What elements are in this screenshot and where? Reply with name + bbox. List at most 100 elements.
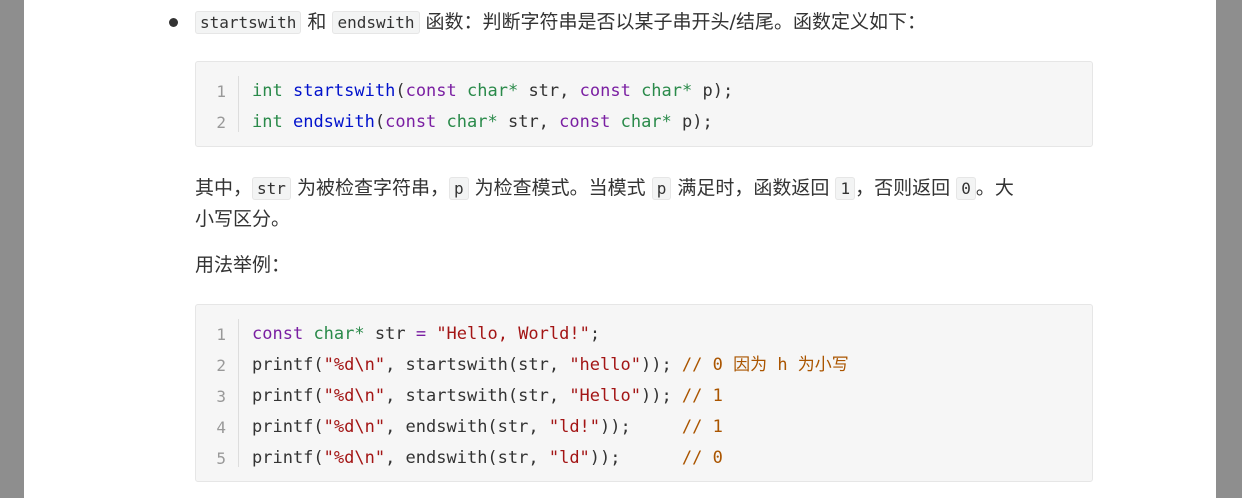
code-token: p); — [692, 81, 734, 101]
code-token: "%d\n" — [323, 448, 386, 468]
code-token — [303, 324, 313, 344]
code-line: 3 printf("%d\n", startswith(str, "Hello")… — [196, 381, 1092, 412]
line-number: 4 — [216, 418, 226, 437]
code-line: 2 printf("%d\n", startswith(str, "hello")… — [196, 350, 1092, 381]
code-token: str, — [497, 112, 560, 132]
code-token: )); — [589, 448, 682, 468]
code-token: "%d\n" — [323, 386, 386, 406]
code-block-example[interactable]: 1 const char* str = "Hello, World!"; 2 prin… — [195, 304, 1093, 482]
code-token: // 1 — [681, 386, 723, 406]
bullet-dot — [169, 18, 178, 27]
text-segment: 为检查模式。当模式 — [474, 177, 646, 199]
code-token: , startswith(str, — [385, 355, 570, 375]
code-text: printf("%d\n", startswith(str, "hello"))… — [252, 350, 849, 381]
code-token: = — [415, 324, 427, 344]
code-token: "ld!" — [548, 417, 601, 437]
line-number: 5 — [216, 449, 226, 468]
code-text: printf("%d\n", startswith(str, "Hello"))… — [252, 381, 723, 412]
code-token: )); — [600, 417, 682, 437]
code-token — [457, 81, 467, 101]
code-token: "%d\n" — [323, 417, 386, 437]
bullet-text: startswith 和 endswith 函数：判断字符串是否以某子串开头/结… — [195, 6, 926, 39]
code-text: int startswith(const char* str, const ch… — [252, 76, 733, 107]
code-token: , endswith(str, — [385, 448, 549, 468]
code-token: )); — [640, 386, 682, 406]
paragraph-explanation: 其中，str 为被检查字符串，p 为检查模式。当模式 p 满足时，函数返回 1，… — [195, 173, 1095, 234]
gutter-separator — [238, 319, 239, 467]
code-token: "Hello, World!" — [436, 324, 590, 344]
code-token — [283, 81, 293, 101]
code-token: char* — [641, 81, 693, 101]
code-token: str — [364, 324, 416, 344]
code-token: str, — [518, 81, 580, 101]
usage-label: 用法举例： — [195, 254, 291, 276]
inline-code-1: 1 — [835, 177, 856, 200]
gutter-separator — [238, 76, 239, 132]
inline-code-p: p — [448, 177, 469, 200]
code-token: const — [405, 81, 457, 101]
text-segment: ，否则返回 — [855, 177, 951, 199]
inline-code-startswith: startswith — [195, 11, 302, 34]
code-token — [631, 81, 641, 101]
code-token — [436, 112, 446, 132]
code-token: )); — [640, 355, 682, 375]
code-token: "%d\n" — [323, 355, 386, 375]
code-token: printf( — [252, 355, 324, 375]
code-line: 5 printf("%d\n", endswith(str, "ld")); //… — [196, 443, 1092, 474]
code-token: char* — [446, 112, 498, 132]
line-number: 1 — [216, 325, 226, 344]
code-token: , endswith(str, — [385, 417, 549, 437]
inline-code-endswith: endswith — [332, 11, 420, 34]
code-token: const — [559, 112, 611, 132]
code-token: , startswith(str, — [385, 386, 570, 406]
code-line: 1 const char* str = "Hello, World!"; — [196, 319, 1092, 350]
code-token: char* — [620, 112, 672, 132]
code-token: printf( — [252, 448, 324, 468]
code-token: endswith — [292, 112, 375, 132]
code-token: printf( — [252, 417, 324, 437]
document-page: startswith 和 endswith 函数：判断字符串是否以某子串开头/结… — [24, 0, 1216, 498]
code-token: p); — [671, 112, 713, 132]
text-segment: 其中， — [195, 177, 253, 199]
code-text: int endswith(const char* str, const char… — [252, 107, 713, 138]
code-lines: 1 const char* str = "Hello, World!"; 2 prin… — [196, 319, 1092, 474]
inline-code-p: p — [651, 177, 672, 200]
line-number: 1 — [216, 82, 226, 101]
code-text: const char* str = "Hello, World!"; — [252, 319, 600, 350]
code-line: 4 printf("%d\n", endswith(str, "ld!")); /… — [196, 412, 1092, 443]
text-segment: 为被检查字符串， — [296, 177, 449, 199]
code-token: ( — [395, 81, 406, 101]
code-token: startswith — [292, 81, 396, 101]
code-token: printf( — [252, 386, 324, 406]
paragraph-line-1: 其中，str 为被检查字符串，p 为检查模式。当模式 p 满足时，函数返回 1，… — [195, 173, 1095, 204]
code-token — [610, 112, 620, 132]
text-segment: 。大 — [975, 177, 1014, 199]
inline-code-str: str — [252, 177, 291, 200]
line-number: 3 — [216, 387, 226, 406]
code-text: printf("%d\n", endswith(str, "ld!")); //… — [252, 412, 723, 443]
code-token: ; — [589, 324, 601, 344]
code-token: // 0 — [681, 448, 723, 468]
inline-code-0: 0 — [956, 177, 976, 200]
bullet-description: 函数：判断字符串是否以某子串开头/结尾。函数定义如下： — [425, 11, 926, 33]
code-token: "Hello" — [569, 386, 641, 406]
code-token: "hello" — [569, 355, 641, 375]
code-token: // 1 — [681, 417, 723, 437]
text-segment: 满足时，函数返回 — [677, 177, 830, 199]
code-token: // 0 因为 h 为小写 — [681, 355, 849, 375]
code-token: char* — [467, 81, 519, 101]
code-token: const — [385, 112, 437, 132]
line-number: 2 — [216, 356, 226, 375]
code-token: int — [252, 81, 283, 101]
code-token: const — [579, 81, 631, 101]
code-token: int — [252, 112, 283, 132]
code-token: ( — [374, 112, 386, 132]
code-token — [283, 112, 293, 132]
paragraph-line-2: 小写区分。 — [195, 208, 291, 230]
code-token: "ld" — [548, 448, 590, 468]
code-token: char* — [313, 324, 365, 344]
